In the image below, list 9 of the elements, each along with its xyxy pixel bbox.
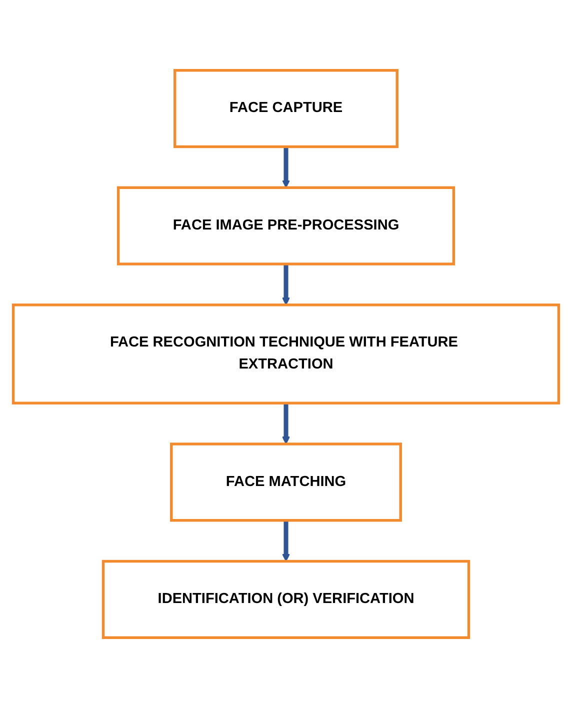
arrow [282, 146, 290, 188]
node-box: IDENTIFICATION (OR) VERIFICATION [101, 559, 470, 638]
node-box: FACE CAPTURE [173, 68, 398, 148]
arrow [282, 402, 290, 444]
node-box: FACE RECOGNITION TECHNIQUE WITH FEATURE EXTRACTION [11, 303, 560, 404]
arrow [282, 520, 290, 562]
node-box: FACE IMAGE PRE-PROCESSING [116, 186, 455, 265]
node-box: FACE MATCHING [170, 442, 402, 522]
arrow [282, 264, 290, 305]
